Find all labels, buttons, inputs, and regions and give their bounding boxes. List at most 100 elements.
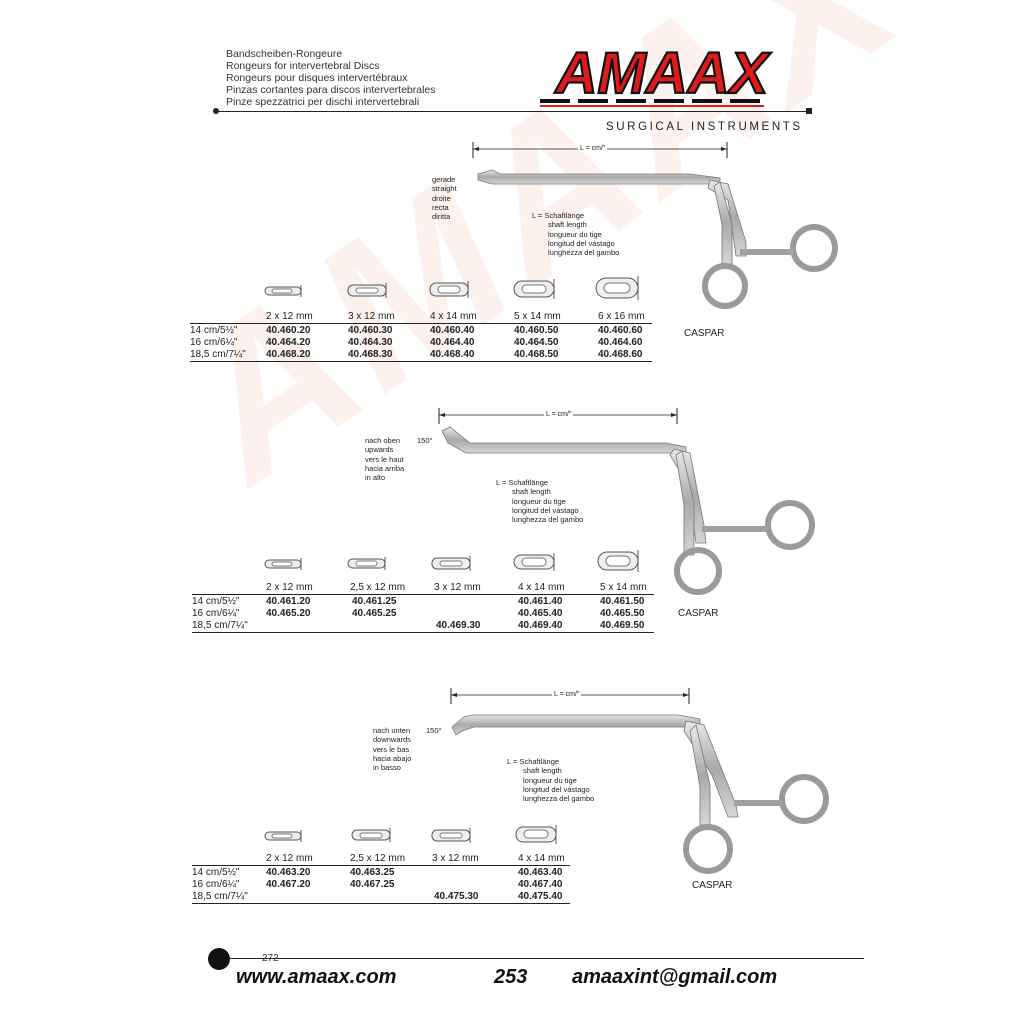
shaft-length-note: L = Schaftlänge shaft length longueur du… — [507, 757, 595, 804]
header-line-en: Rongeurs for intervertebral Discs — [226, 60, 380, 72]
jaw-icon-3 — [431, 556, 471, 571]
row-length-label: 14 cm/5½" — [192, 596, 240, 607]
jaw-icon-1 — [264, 285, 302, 297]
rongeur-upwards-illustration — [441, 426, 815, 595]
header-line-it: Pinze spezzatrici per dischi interverteb… — [226, 96, 420, 108]
size-header: 3 x 12 mm — [432, 853, 479, 864]
catalog-page-number: 272 — [262, 953, 279, 964]
table-rule — [190, 361, 652, 362]
row-length-label: 14 cm/5½" — [190, 325, 238, 336]
logo-text: AMAAX — [554, 44, 772, 106]
header-rule — [216, 111, 810, 112]
size-header: 3 x 12 mm — [434, 582, 481, 593]
row-length-label: 14 cm/5½" — [192, 867, 240, 878]
table-rule — [192, 632, 654, 633]
article-number: 40.469.30 — [436, 620, 481, 631]
dimension-label: L = cm/" — [552, 691, 582, 698]
article-number: 40.460.20 — [266, 325, 311, 336]
rongeur-downwards-illustration — [451, 714, 829, 874]
jaw-icon-1 — [264, 830, 302, 842]
article-number: 40.460.60 — [598, 325, 643, 336]
size-header: 5 x 14 mm — [600, 582, 647, 593]
article-number: 40.461.20 — [266, 596, 311, 607]
shaft-length-note: L = Schaftlänge shaft length longueur du… — [496, 478, 584, 525]
article-number: 40.460.30 — [348, 325, 393, 336]
article-number: 40.467.20 — [266, 879, 311, 890]
article-number: 40.469.40 — [518, 620, 563, 631]
jaw-icon-2 — [351, 828, 391, 842]
article-number: 40.464.40 — [430, 337, 475, 348]
row-length-label: 18,5 cm/7¼" — [190, 349, 246, 360]
angle-label: 150° — [426, 726, 442, 735]
article-number: 40.465.50 — [600, 608, 645, 619]
jaw-icon-3 — [431, 828, 471, 843]
size-header: 6 x 16 mm — [598, 311, 645, 322]
footer-website-link[interactable]: www.amaax.com — [236, 966, 397, 988]
direction-label: nach oben upwards vers le haut hacia arr… — [365, 436, 405, 483]
article-number: 40.461.25 — [352, 596, 397, 607]
shaft-length-note: L = Schaftlänge shaft length longueur du… — [532, 211, 620, 258]
size-header: 2 x 12 mm — [266, 582, 313, 593]
article-number: 40.475.30 — [434, 891, 479, 902]
article-number: 40.465.25 — [352, 608, 397, 619]
article-number: 40.468.20 — [266, 349, 311, 360]
jaw-size-icons — [264, 825, 557, 844]
article-number: 40.460.40 — [430, 325, 475, 336]
header-line-fr: Rongeurs pour disques intervertébraux — [226, 72, 408, 84]
article-number: 40.464.60 — [598, 337, 643, 348]
jaw-icon-5 — [595, 276, 639, 300]
article-number: 40.467.25 — [350, 879, 395, 890]
article-number: 40.463.40 — [518, 867, 563, 878]
angle-label: 150° — [417, 436, 433, 445]
table-rule — [192, 865, 570, 866]
table-rule — [190, 323, 652, 324]
article-number: 40.461.40 — [518, 596, 563, 607]
jaw-icon-4 — [515, 825, 557, 844]
row-length-label: 16 cm/6¼" — [192, 879, 240, 890]
article-number: 40.463.25 — [350, 867, 395, 878]
article-number: 40.468.30 — [348, 349, 393, 360]
dimension-label: L = cm/" — [578, 145, 608, 152]
jaw-icon-5 — [597, 550, 639, 572]
rongeur-straight-illustration — [477, 169, 838, 309]
catalog-header: Bandscheiben-Rongeure Rongeurs for inter… — [226, 48, 436, 108]
jaw-icon-2 — [347, 283, 387, 298]
dimension-label: L = cm/" — [544, 411, 574, 418]
article-number: 40.465.20 — [266, 608, 311, 619]
article-number: 40.468.40 — [430, 349, 475, 360]
size-header: 4 x 14 mm — [518, 582, 565, 593]
jaw-icon-2 — [347, 557, 386, 570]
instrument-name: CASPAR — [684, 328, 725, 339]
article-number: 40.465.40 — [518, 608, 563, 619]
article-number: 40.468.50 — [514, 349, 559, 360]
instrument-name: CASPAR — [678, 608, 719, 619]
table-rule — [192, 903, 570, 904]
jaw-size-icons — [264, 276, 639, 300]
instrument-name: CASPAR — [692, 880, 733, 891]
article-number: 40.461.50 — [600, 596, 645, 607]
jaw-icon-4 — [513, 553, 555, 571]
footer-bullet — [208, 948, 230, 970]
footer-email-link[interactable]: amaaxint@gmail.com — [572, 966, 778, 988]
article-number: 40.464.20 — [266, 337, 311, 348]
size-header: 2 x 12 mm — [266, 853, 313, 864]
amaax-logo: AMAAX — [538, 40, 788, 110]
article-number: 40.468.60 — [598, 349, 643, 360]
size-header: 2,5 x 12 mm — [350, 582, 406, 593]
article-number: 40.467.40 — [518, 879, 563, 890]
size-header: 4 x 14 mm — [518, 853, 565, 864]
logo-subtitle: SURGICAL INSTRUMENTS — [606, 121, 803, 133]
size-header: 5 x 14 mm — [514, 311, 561, 322]
size-header: 2 x 12 mm — [266, 311, 313, 322]
row-length-label: 16 cm/6¼" — [192, 608, 240, 619]
row-length-label: 18,5 cm/7¼" — [192, 891, 248, 902]
size-header: 2,5 x 12 mm — [350, 853, 406, 864]
header-line-es: Pinzas cortantes para discos interverteb… — [226, 84, 436, 96]
article-number: 40.460.50 — [514, 325, 559, 336]
article-number: 40.464.50 — [514, 337, 559, 348]
jaw-icon-1 — [264, 558, 302, 570]
size-header: 4 x 14 mm — [430, 311, 477, 322]
header-line-de: Bandscheiben-Rongeure — [226, 48, 343, 60]
direction-label: nach unten downwards vers le bas hacia a… — [373, 726, 412, 773]
jaw-icon-3 — [429, 281, 469, 298]
